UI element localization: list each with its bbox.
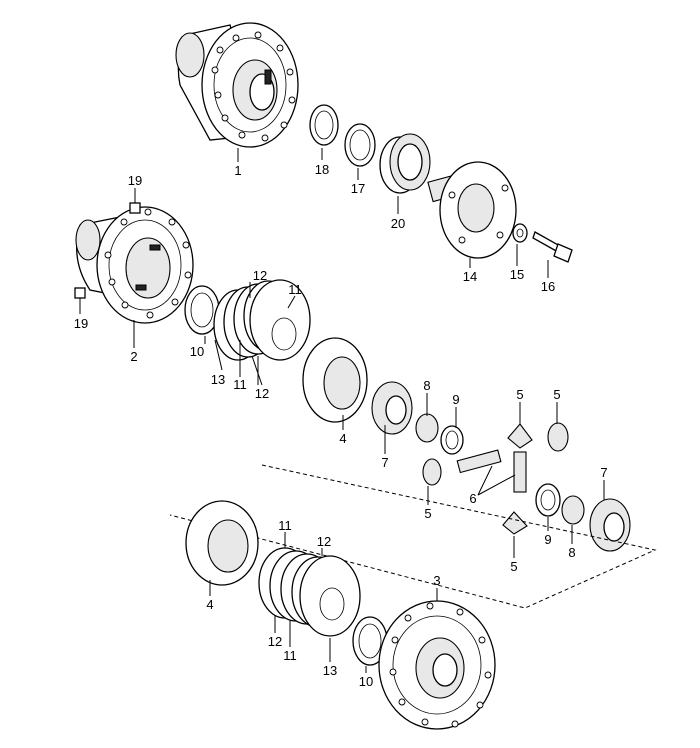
callout-9-b: 9 — [544, 532, 551, 547]
gear-8-a — [415, 413, 439, 443]
callout-17: 17 — [351, 181, 365, 196]
callout-6: 6 — [469, 491, 476, 506]
callout-18: 18 — [315, 162, 329, 177]
clutch-disc-stack-a — [213, 279, 311, 361]
callout-5-a: 5 — [516, 387, 523, 402]
washer-15 — [512, 223, 528, 243]
callout-4-b: 4 — [206, 597, 213, 612]
shim-17 — [344, 123, 376, 167]
callout-15: 15 — [510, 267, 524, 282]
callout-14: 14 — [463, 269, 477, 284]
callout-2: 2 — [130, 349, 137, 364]
callout-7-b: 7 — [600, 465, 607, 480]
callout-3: 3 — [433, 573, 440, 588]
callout-10-b: 10 — [359, 674, 373, 689]
clutch-disc-stack-b — [258, 547, 361, 637]
bearing-20 — [379, 133, 431, 194]
callout-5-d: 5 — [510, 559, 517, 574]
pinion-gear-5-b — [547, 422, 569, 452]
bolt-19-top — [129, 202, 141, 214]
housing-3 — [378, 600, 496, 730]
gear-8-b — [561, 495, 585, 525]
callout-13-b: 13 — [323, 663, 337, 678]
washer-9-a — [440, 425, 464, 455]
shim-18 — [309, 104, 339, 146]
callout-11-a: 11 — [288, 282, 302, 297]
pressure-ring-4-b — [185, 500, 259, 586]
callout-19-top: 19 — [128, 173, 142, 188]
callout-11-d: 11 — [283, 648, 297, 663]
callout-16: 16 — [541, 279, 555, 294]
callout-5-c: 5 — [424, 506, 431, 521]
callout-12-c: 12 — [317, 534, 331, 549]
bolt-19-bottom — [74, 287, 86, 299]
pressure-ring-4-a — [302, 337, 368, 423]
callout-labels: 1 18 17 20 14 15 16 19 19 2 12 11 10 13 … — [74, 162, 608, 689]
cross-shaft-6 — [456, 449, 527, 493]
callout-7-a: 7 — [381, 455, 388, 470]
callout-12-b: 12 — [255, 386, 269, 401]
bolt-16 — [532, 231, 573, 263]
callout-11-b: 11 — [233, 377, 247, 392]
callout-1: 1 — [234, 163, 241, 178]
callout-10-a: 10 — [190, 344, 204, 359]
housing-1 — [175, 22, 299, 148]
callout-8-b: 8 — [568, 545, 575, 560]
callout-12-a: 12 — [253, 268, 267, 283]
callout-5-b: 5 — [553, 387, 560, 402]
flange-14 — [427, 161, 517, 259]
washer-9-b — [535, 483, 561, 517]
callout-19-bottom: 19 — [74, 316, 88, 331]
side-gear-7-a — [371, 381, 413, 435]
pinion-gear-5-c — [422, 458, 442, 486]
pinion-gear-5-a — [507, 423, 533, 449]
callout-4-a: 4 — [339, 431, 346, 446]
callout-20: 20 — [391, 216, 405, 231]
leader-lines — [79, 148, 605, 673]
callout-8-a: 8 — [423, 378, 430, 393]
callout-12-d: 12 — [268, 634, 282, 649]
callout-9-a: 9 — [452, 392, 459, 407]
callout-13-a: 13 — [211, 372, 225, 387]
callout-11-c: 11 — [278, 518, 292, 533]
housing-2 — [75, 206, 194, 324]
side-gear-7-b — [589, 498, 631, 552]
pinion-gear-5-d — [502, 511, 528, 535]
